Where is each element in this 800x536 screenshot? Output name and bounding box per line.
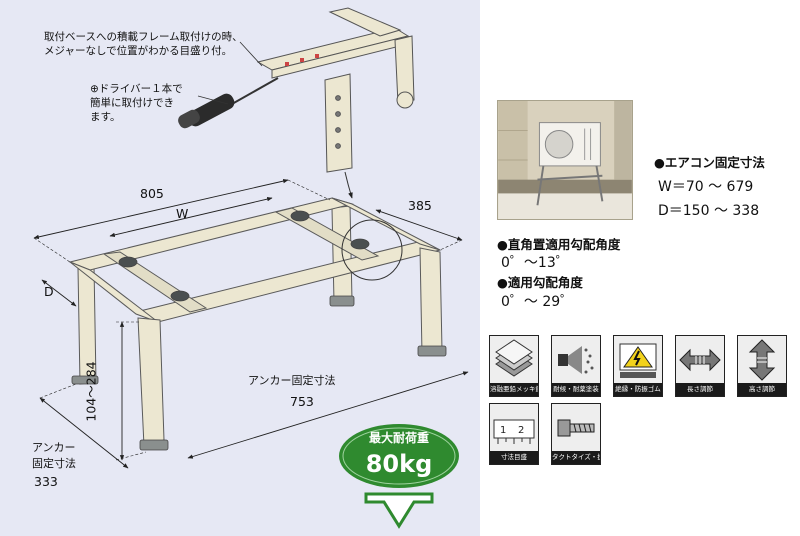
vibration-rubber-icon: [614, 336, 662, 384]
fixing-size-label: ●エアコン固定寸法: [654, 155, 765, 170]
plated-steel-icon: [490, 336, 538, 384]
anchor-depth-label: アンカー 固定寸法: [32, 441, 76, 470]
feature-bolt: タクトタイズ・抜止: [551, 403, 601, 465]
dim-height-range: 104～284: [83, 361, 99, 422]
feature-rubber: 絶縁・防振ゴム: [613, 335, 663, 397]
max-load-badge: 最大耐荷重 80kg: [339, 424, 459, 529]
height-adjust-icon: [738, 336, 786, 384]
dim-depth-overall: 385: [408, 198, 432, 213]
stand-diagram: [33, 7, 469, 469]
anchor-width-value: 753: [290, 394, 314, 409]
feature-height-adjust: 高さ調節: [737, 335, 787, 397]
screwdriver-note: ⊕ドライバー１本で 簡単に取付けでき ます。: [90, 83, 183, 123]
rust-proof-coating-icon: [552, 336, 600, 384]
svg-text:2: 2: [518, 425, 524, 436]
slope-value: 0゜～ 29゜: [501, 294, 575, 310]
dim-w: W: [176, 206, 189, 221]
dim-d: D: [44, 284, 54, 299]
slope-label: ●適用勾配角度: [497, 275, 583, 290]
arrow-down-icon: [364, 492, 434, 529]
dim-width-overall: 805: [140, 186, 164, 201]
feature-coating: 耐候・耐薬塗装: [551, 335, 601, 397]
max-load-label: 最大耐荷重: [369, 430, 429, 445]
fixing-size-d: D＝150 ～ 338: [658, 203, 760, 219]
max-load-value: 80kg: [366, 450, 433, 478]
feature-scale-marking: 1 2 寸法目盛: [489, 403, 539, 465]
svg-text:1: 1: [500, 425, 506, 436]
right-angle-slope-value: 0゜～13゜: [501, 255, 570, 271]
screwdriver-icon: [178, 77, 279, 129]
installation-photo: [497, 100, 633, 220]
feature-length-adjust: 長さ調節: [675, 335, 725, 397]
wall-bracket: [256, 7, 415, 173]
scale-note: 取付ベースへの積載フレーム取付けの時、 メジャーなしで位置がわかる目盛り付。: [44, 31, 243, 57]
anchor-width-label: アンカー固定寸法: [248, 374, 336, 387]
length-adjust-icon: [676, 336, 724, 384]
rubber-foot: [71, 210, 447, 451]
feature-plated-steel: 溶融亜鉛メッキ鋼板: [489, 335, 539, 397]
right-angle-slope-label: ●直角置適用勾配角度: [497, 237, 621, 252]
detail-callout: [341, 219, 403, 281]
product-diagram-panel: 取付ベースへの積載フレーム取付けの時、 メジャーなしで位置がわかる目盛り付。 ⊕…: [0, 0, 480, 536]
fixing-size-w: W＝70 ～ 679: [658, 179, 754, 195]
anchor-depth-value: 333: [34, 474, 58, 489]
tact-size-bolt-icon: [552, 404, 600, 452]
base-frame: [68, 197, 443, 447]
scale-marking-icon: 1 2: [490, 404, 538, 452]
